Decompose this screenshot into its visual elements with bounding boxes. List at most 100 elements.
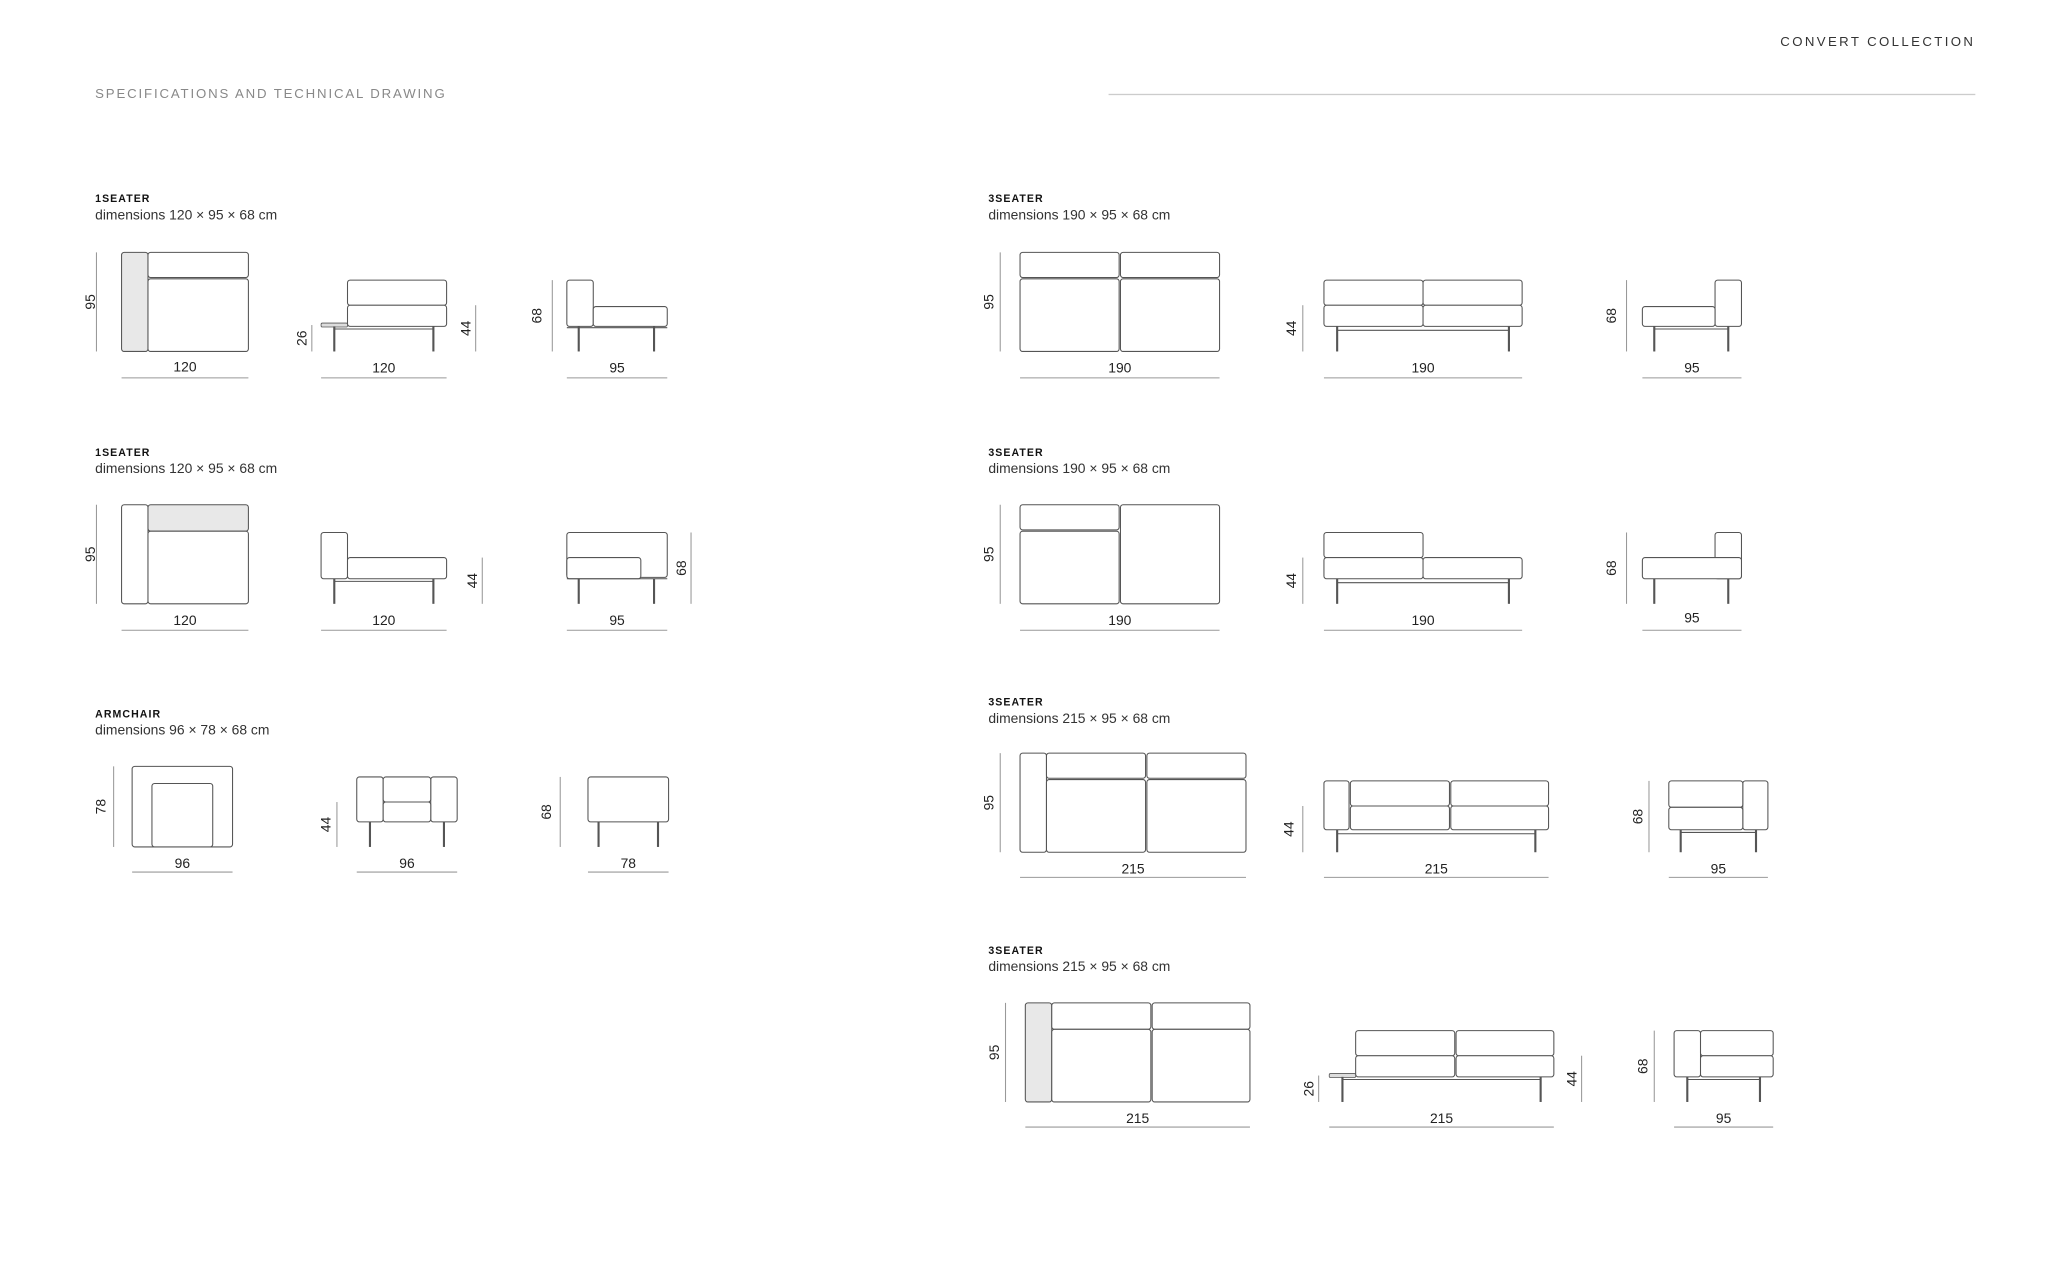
cushion-shape bbox=[1323, 279, 1424, 306]
cushion-shape bbox=[151, 783, 214, 848]
cushion-shape bbox=[1146, 779, 1247, 853]
dimension-label: 68 bbox=[1629, 809, 1645, 825]
cushion-shape bbox=[1019, 251, 1120, 279]
cushion-shape bbox=[1641, 306, 1716, 327]
dimension-label: 95 bbox=[1711, 860, 1727, 876]
cushion-shape bbox=[1699, 1055, 1774, 1078]
dimension-label: 96 bbox=[399, 855, 415, 871]
dimension-label: 95 bbox=[981, 546, 997, 562]
dimension-label: 95 bbox=[986, 1044, 1002, 1060]
cushion-shape bbox=[147, 251, 249, 279]
dimension-label: 120 bbox=[173, 612, 196, 628]
dimension-label: 95 bbox=[1716, 1110, 1732, 1126]
cushion-shape bbox=[1051, 1002, 1152, 1030]
cushion-shape bbox=[147, 504, 249, 532]
cushion-shape bbox=[1019, 504, 1120, 531]
cushion-shape bbox=[356, 776, 384, 823]
dimension-label: 44 bbox=[457, 320, 473, 336]
dimension-label: 68 bbox=[673, 560, 689, 576]
dimension-label: 95 bbox=[1684, 609, 1700, 625]
product-dimensions: dimensions 190 × 95 × 68 cm bbox=[988, 207, 1171, 224]
cushion-shape bbox=[1151, 1002, 1251, 1030]
cushion-shape bbox=[121, 251, 149, 352]
cushion-shape bbox=[1323, 304, 1424, 327]
cushion-shape bbox=[1151, 1028, 1251, 1103]
cushion-shape bbox=[1119, 278, 1221, 352]
cushion-shape bbox=[592, 306, 668, 327]
dimension-label: 215 bbox=[1430, 1110, 1453, 1126]
dimension-label: 215 bbox=[1121, 860, 1144, 876]
dimension-label: 215 bbox=[1126, 1110, 1149, 1126]
cushion-shape bbox=[382, 776, 432, 803]
product-dimensions: dimensions 120 × 95 × 68 cm bbox=[95, 207, 278, 224]
product-dimensions: dimensions 215 × 95 × 68 cm bbox=[988, 710, 1171, 727]
dimension-label: 26 bbox=[294, 330, 310, 346]
product-title: 3SEATER bbox=[988, 944, 1044, 957]
cushion-shape bbox=[1673, 1030, 1702, 1078]
cushion-shape bbox=[1455, 1030, 1555, 1057]
dimension-label: 96 bbox=[175, 855, 191, 871]
cushion-shape bbox=[1355, 1030, 1456, 1057]
cushion-shape bbox=[1019, 752, 1047, 853]
cushion-shape bbox=[566, 279, 594, 327]
product-title: 1SEATER bbox=[95, 192, 151, 205]
product-title: 3SEATER bbox=[988, 446, 1044, 459]
cushion-shape bbox=[346, 557, 448, 580]
cushion-shape bbox=[382, 801, 432, 823]
dimension-label: 190 bbox=[1108, 612, 1131, 628]
cushion-shape bbox=[147, 278, 249, 352]
cushion-shape bbox=[346, 279, 448, 306]
cushion-shape bbox=[1045, 779, 1147, 853]
cushion-shape bbox=[1355, 1055, 1456, 1078]
cushion-shape bbox=[1455, 1055, 1555, 1078]
dimension-label: 120 bbox=[372, 612, 395, 628]
dimension-label: 44 bbox=[317, 816, 333, 832]
header-divider bbox=[1108, 93, 1976, 96]
cushion-shape bbox=[1699, 1030, 1774, 1057]
product-dimensions: dimensions 215 × 95 × 68 cm bbox=[988, 959, 1171, 976]
cushion-shape bbox=[566, 557, 642, 580]
dimension-label: 190 bbox=[1411, 612, 1434, 628]
cushion-shape bbox=[1668, 806, 1744, 831]
cushion-shape bbox=[346, 304, 448, 327]
product-title: 3SEATER bbox=[988, 192, 1044, 205]
dimension-label: 68 bbox=[529, 308, 545, 324]
product-dimensions: dimensions 190 × 95 × 68 cm bbox=[988, 461, 1171, 477]
dimension-label: 95 bbox=[981, 795, 997, 811]
dimension-label: 95 bbox=[82, 546, 98, 562]
product-dimensions: dimensions 96 × 78 × 68 cm bbox=[95, 722, 270, 739]
dimension-label: 95 bbox=[609, 612, 625, 628]
dimension-label: 95 bbox=[82, 294, 98, 310]
cushion-shape bbox=[1051, 1028, 1152, 1103]
dimension-label: 95 bbox=[1684, 360, 1700, 376]
cushion-shape bbox=[1323, 531, 1424, 559]
cushion-shape bbox=[587, 776, 670, 823]
cushion-shape bbox=[1119, 251, 1221, 279]
collection-title: CONVERT COLLECTION bbox=[1780, 35, 1976, 51]
cushion-shape bbox=[1349, 805, 1450, 831]
product-title: 1SEATER bbox=[95, 446, 151, 459]
cushion-shape bbox=[1119, 504, 1221, 605]
dimension-label: 120 bbox=[372, 360, 395, 376]
dimension-label: 78 bbox=[93, 799, 109, 815]
cushion-shape bbox=[1349, 780, 1450, 807]
cushion-shape bbox=[430, 776, 458, 823]
dimension-label: 95 bbox=[981, 294, 997, 310]
product-dimensions: dimensions 120 × 95 × 68 cm bbox=[95, 461, 278, 477]
dimension-label: 190 bbox=[1108, 360, 1131, 376]
dimension-label: 44 bbox=[1563, 1071, 1579, 1087]
cushion-shape bbox=[1323, 557, 1424, 580]
dimension-label: 44 bbox=[464, 573, 480, 589]
dimension-label: 68 bbox=[538, 804, 554, 820]
dimension-label: 190 bbox=[1411, 360, 1434, 376]
cushion-shape bbox=[1450, 780, 1550, 807]
product-title: 3SEATER bbox=[988, 696, 1044, 709]
cushion-shape bbox=[1045, 752, 1147, 779]
dimension-label: 44 bbox=[1281, 821, 1297, 837]
cushion-shape bbox=[1742, 780, 1769, 831]
cushion-shape bbox=[1422, 304, 1523, 327]
cushion-shape bbox=[1146, 752, 1247, 779]
cushion-shape bbox=[1422, 557, 1523, 580]
